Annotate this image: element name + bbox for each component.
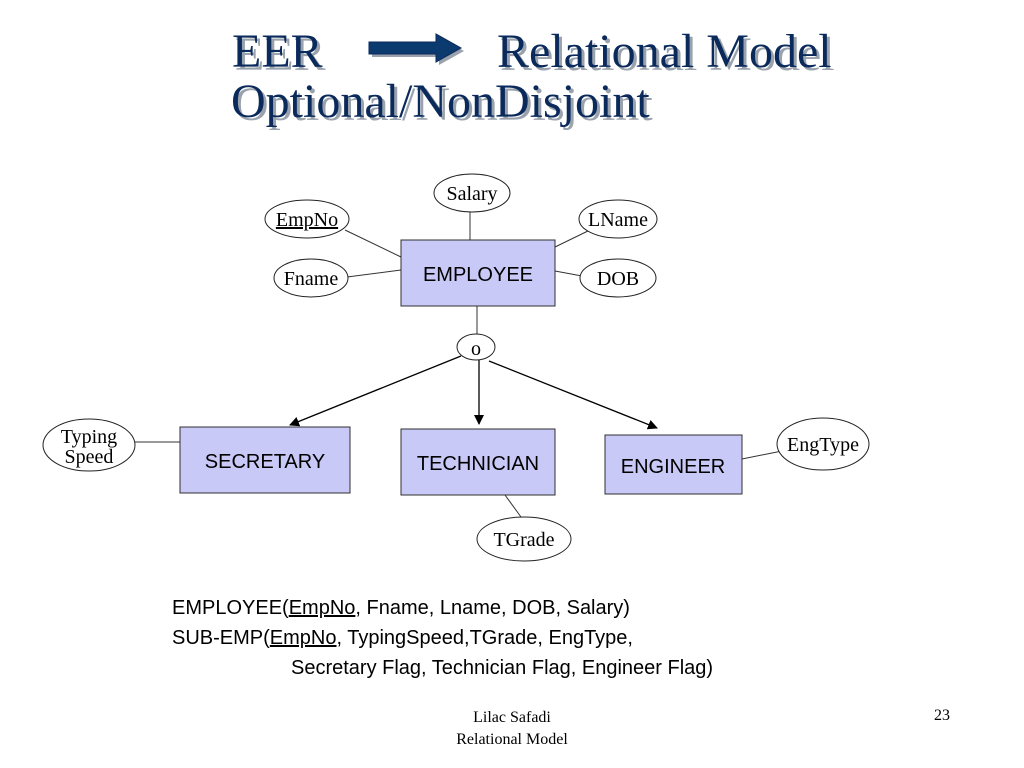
title-left-shadow: EER xyxy=(235,28,326,81)
specialization-circle: o xyxy=(456,333,496,361)
schema-subemp-line: SUB-EMP(EmpNo, TypingSpeed,TGrade, EngTy… xyxy=(172,623,713,653)
attribute-speed-label: Speed xyxy=(65,446,114,468)
footer-author: Lilac Safadi xyxy=(473,709,551,726)
title-left: EER xyxy=(232,25,323,78)
title-arrow-icon xyxy=(368,33,464,65)
connector-tgrade xyxy=(504,494,522,518)
title-right-shadow: Relational Model xyxy=(500,28,835,81)
entity-technician-label: TECHNICIAN xyxy=(417,453,539,475)
attribute-engtype-label: EngType xyxy=(787,434,859,456)
title-right: Relational Model xyxy=(497,25,832,78)
attribute-fname: Fname xyxy=(273,258,349,298)
schema-subemp-line2: Secretary Flag, Technician Flag, Enginee… xyxy=(291,657,714,679)
attribute-empno-label: EmpNo xyxy=(276,209,338,231)
footer-course: Relational Model xyxy=(456,731,568,748)
arrow-to-secretary xyxy=(289,355,462,427)
slide-title: EER EER Relational Model Relational Mode… xyxy=(231,25,835,131)
schema-employee-line: EMPLOYEE(EmpNo, Fname, Lname, DOB, Salar… xyxy=(172,593,713,623)
attribute-tgrade: TGrade xyxy=(476,516,572,562)
entity-engineer-label: ENGINEER xyxy=(621,456,725,478)
attribute-dob: DOB xyxy=(579,258,657,298)
entity-secretary: SECRETARY xyxy=(179,426,351,494)
schema-employee-rest: , Fname, Lname, DOB, Salary) xyxy=(355,597,630,619)
connector-empno xyxy=(344,229,402,258)
attribute-dob-label: DOB xyxy=(597,268,639,290)
relational-schema: EMPLOYEE(EmpNo, Fname, Lname, DOB, Salar… xyxy=(172,593,713,683)
schema-employee-key: EmpNo xyxy=(288,597,356,619)
attribute-salary: Salary xyxy=(433,173,511,213)
attribute-engtype: EngType xyxy=(776,417,870,471)
attribute-tgrade-label: TGrade xyxy=(493,529,554,551)
entity-technician: TECHNICIAN xyxy=(400,428,556,496)
attribute-lname: LName xyxy=(578,199,658,239)
connector-engtype xyxy=(741,450,783,460)
connector-dob xyxy=(554,270,583,277)
connector-lname xyxy=(554,229,591,248)
connector-fname xyxy=(346,269,402,278)
entity-engineer: ENGINEER xyxy=(604,434,743,495)
attribute-empno: EmpNo xyxy=(264,199,350,239)
attribute-fname-label: Fname xyxy=(284,268,339,290)
schema-subemp-rest: , TypingSpeed,TGrade, EngType, xyxy=(336,627,633,649)
specialization-symbol: o xyxy=(471,338,481,360)
attribute-salary-label: Salary xyxy=(446,183,497,205)
attribute-lname-label: LName xyxy=(588,209,648,231)
slide-footer: Lilac Safadi Relational Model xyxy=(412,707,612,751)
attribute-typing-label: Typing xyxy=(61,426,117,448)
entity-secretary-label: SECRETARY xyxy=(205,451,325,473)
title-line2: Optional/NonDisjoint xyxy=(231,75,650,128)
arrow-to-engineer xyxy=(488,360,658,430)
entity-employee-label: EMPLOYEE xyxy=(423,264,533,286)
entity-employee: EMPLOYEE xyxy=(400,239,556,307)
page-number: 23 xyxy=(934,707,950,724)
title-line2-shadow: Optional/NonDisjoint xyxy=(234,78,653,131)
attribute-typing-speed: Typing Speed xyxy=(42,418,136,472)
schema-subemp-key: EmpNo xyxy=(269,627,337,649)
schema-employee-prefix: EMPLOYEE( xyxy=(172,597,289,619)
schema-subemp-prefix: SUB-EMP( xyxy=(172,627,270,649)
